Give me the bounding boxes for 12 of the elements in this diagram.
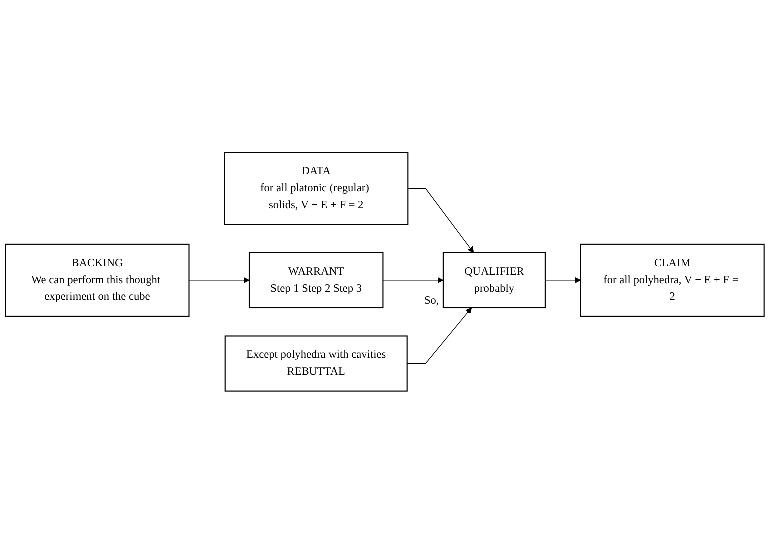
node-box: CLAIM for all polyhedra, V − E + F = 2: [580, 243, 765, 317]
arrow: [408, 188, 474, 253]
node-box: WARRANT Step 1 Step 2 Step 3: [248, 252, 384, 308]
beside-text: So,: [424, 294, 440, 306]
arrow: [382, 276, 444, 284]
node-box: BACKING We can perform this thought experiment on the cube: [5, 243, 190, 317]
arrow: [545, 276, 582, 284]
node-box: QUALIFIER probably: [442, 252, 546, 308]
arrow: [406, 307, 472, 364]
node-box: DATA for all platonic (regular) solids, V − E + F = 2: [224, 152, 409, 225]
node-box: Except polyhedra with cavities REBUTTAL: [224, 335, 408, 392]
arrow: [188, 276, 250, 284]
